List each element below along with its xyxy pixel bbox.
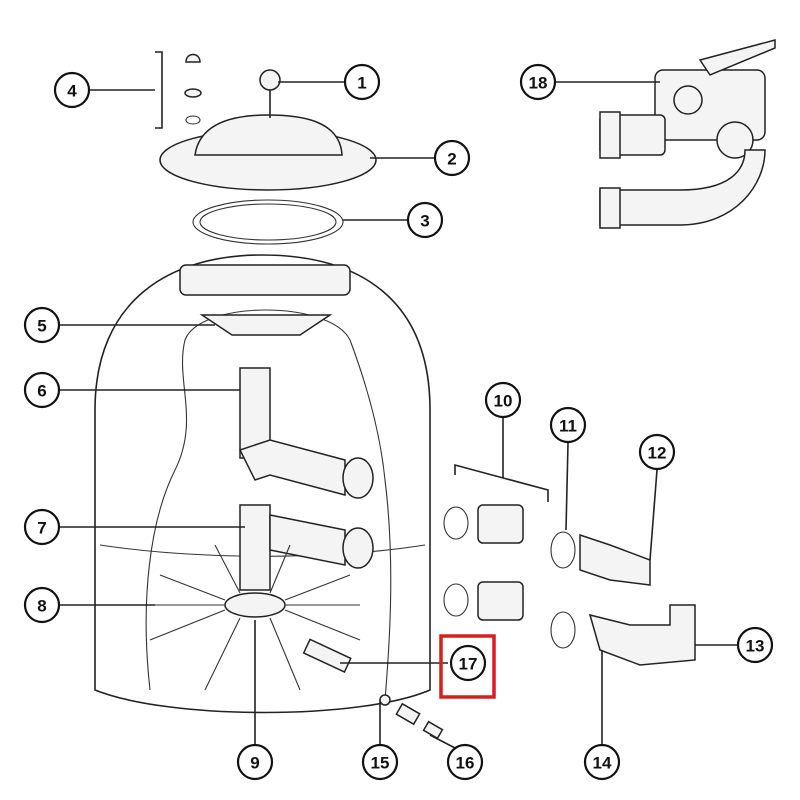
callout-number: 17 (459, 655, 478, 674)
callout-circle (583, 743, 621, 781)
leader-lines (60, 81, 737, 749)
callout-4: 4 (53, 71, 91, 109)
callout-circle (406, 201, 444, 239)
lid-assembly (155, 51, 377, 245)
callout-number: 6 (37, 382, 46, 401)
callout-9: 9 (236, 743, 274, 781)
filter-tank (94, 254, 431, 714)
callout-number: 3 (420, 212, 429, 231)
callout-number: 15 (371, 754, 390, 773)
callout-circle (638, 433, 676, 471)
callout-number: 5 (37, 317, 46, 336)
callout-10: 10 (484, 381, 522, 419)
callout-5: 5 (23, 306, 61, 344)
callout-13: 13 (736, 626, 774, 664)
callout-circle (433, 139, 471, 177)
callout-8: 8 (23, 586, 61, 624)
callout-circle (23, 371, 61, 409)
callout-circle (23, 306, 61, 344)
callout-number: 18 (529, 74, 548, 93)
callout-15: 15 (361, 743, 399, 781)
callout-number: 4 (67, 82, 77, 101)
callout-number: 8 (37, 597, 46, 616)
callout-16: 16 (446, 743, 484, 781)
callout-7: 7 (23, 508, 61, 546)
highlight-box-17 (439, 634, 496, 699)
multiport-valve (599, 39, 776, 229)
callout-18: 18 (519, 63, 557, 101)
callout-1: 1 (343, 63, 381, 101)
callout-circle (736, 626, 774, 664)
callout-circle (53, 71, 91, 109)
callout-2: 2 (433, 139, 471, 177)
callout-number: 9 (250, 754, 259, 773)
callout-circle (23, 586, 61, 624)
callout-number: 16 (456, 754, 475, 773)
callout-11: 11 (549, 406, 587, 444)
callout-circle (361, 743, 399, 781)
callout-6: 6 (23, 371, 61, 409)
callout-number: 10 (494, 392, 513, 411)
callout-circle (449, 644, 487, 682)
callout-circle (343, 63, 381, 101)
callout-circle (236, 743, 274, 781)
callout-number: 13 (746, 637, 765, 656)
external-fittings (443, 463, 696, 666)
callout-number: 12 (648, 444, 667, 463)
callout-12: 12 (638, 433, 676, 471)
callout-circle (519, 63, 557, 101)
callout-circle (484, 381, 522, 419)
callout-circle (23, 508, 61, 546)
drain-plug (379, 694, 444, 740)
callout-circle (549, 406, 587, 444)
callout-number: 7 (37, 519, 46, 538)
callout-number: 11 (559, 417, 577, 436)
internal-pipes (149, 314, 374, 691)
callout-circle (446, 743, 484, 781)
callout-3: 3 (406, 201, 444, 239)
callout-number: 2 (447, 150, 456, 169)
callout-14: 14 (583, 743, 621, 781)
callout-number: 1 (357, 74, 366, 93)
callout-number: 14 (593, 754, 612, 773)
callout-17: 17 (449, 644, 487, 682)
